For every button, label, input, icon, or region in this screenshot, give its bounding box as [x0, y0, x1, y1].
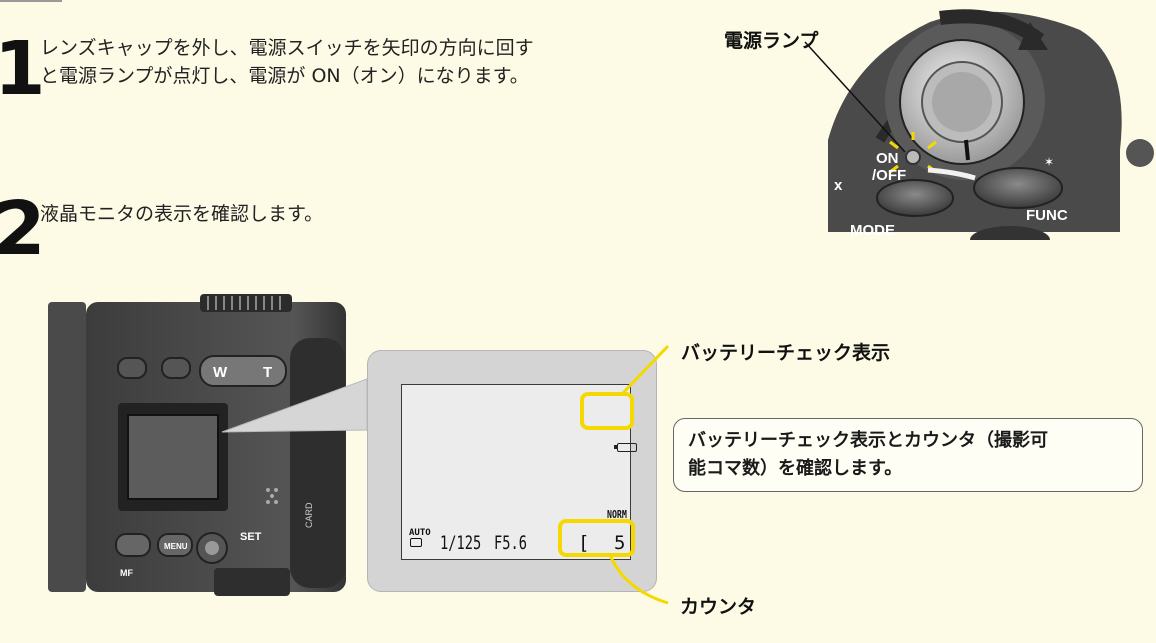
auto-mode-label: AUTO	[409, 528, 431, 538]
step-2-text: 液晶モニタの表示を確認します。	[40, 200, 323, 228]
menu-label: MENU	[164, 542, 188, 551]
set-label: SET	[240, 531, 262, 543]
mf-label: MF	[120, 568, 133, 578]
step-1-line-2: と電源ランプが点灯し、電源が ON（オン）になります。	[40, 65, 529, 87]
image-quality: NORM	[607, 508, 627, 521]
off-label: /OFF	[872, 167, 906, 184]
camera-back-illustration: W T MENU SET MF CARD	[48, 294, 346, 596]
aperture-value: F5.6	[494, 532, 527, 554]
step-1-text: レンズキャップを外し、電源スイッチを矢印の方向に回す と電源ランプが点灯し、電源…	[40, 34, 534, 90]
note-line-1: バッテリーチェック表示とカウンタ（撮影可	[688, 430, 1048, 451]
counter-bracket-left: [	[578, 532, 590, 554]
counter-highlight	[558, 519, 635, 557]
svg-text:x: x	[834, 177, 843, 194]
power-lamp-dot	[905, 149, 921, 165]
card-label: CARD	[304, 502, 314, 528]
step-1-line-1: レンズキャップを外し、電源スイッチを矢印の方向に回す	[40, 37, 534, 59]
battery-callout-line	[620, 344, 670, 396]
shutter-speed: 1/125	[440, 532, 482, 554]
counter-callout-line	[608, 554, 669, 605]
mode-label: MODE	[850, 222, 895, 239]
note-line-2: 能コマ数）を確認します。	[688, 458, 903, 479]
battery-check-label: バッテリーチェック表示	[681, 342, 891, 364]
zoom-t-label: T	[263, 364, 272, 381]
lcd-enlarged-frame: AUTO 1/125 F5.6 NORM [ 5	[367, 350, 657, 592]
battery-highlight	[580, 392, 634, 430]
battery-icon	[614, 441, 643, 453]
counter-value: 5	[614, 532, 626, 554]
power-lamp-leader-line	[804, 41, 906, 153]
camera-mode-icon	[410, 538, 422, 547]
on-label: ON	[876, 150, 899, 167]
top-rule	[0, 0, 62, 2]
svg-text:✶: ✶	[1044, 155, 1054, 169]
lcd-display: AUTO 1/125 F5.6 NORM [ 5	[401, 384, 637, 560]
step-1-number: 1	[0, 26, 46, 112]
counter-label: カウンタ	[680, 596, 757, 618]
power-lamp-label: 電源ランプ	[724, 30, 819, 52]
zoom-w-label: W	[213, 364, 228, 381]
note-box: バッテリーチェック表示とカウンタ（撮影可 能コマ数）を確認します。	[673, 418, 1143, 492]
step-2-line-1: 液晶モニタの表示を確認します。	[40, 203, 324, 225]
camera-top-illustration: ON /OFF MODE FUNC x ✶	[804, 9, 1154, 240]
func-label: FUNC	[1026, 207, 1068, 224]
camera-lcd-screen	[127, 414, 219, 500]
step-2-number: 2	[0, 186, 46, 272]
